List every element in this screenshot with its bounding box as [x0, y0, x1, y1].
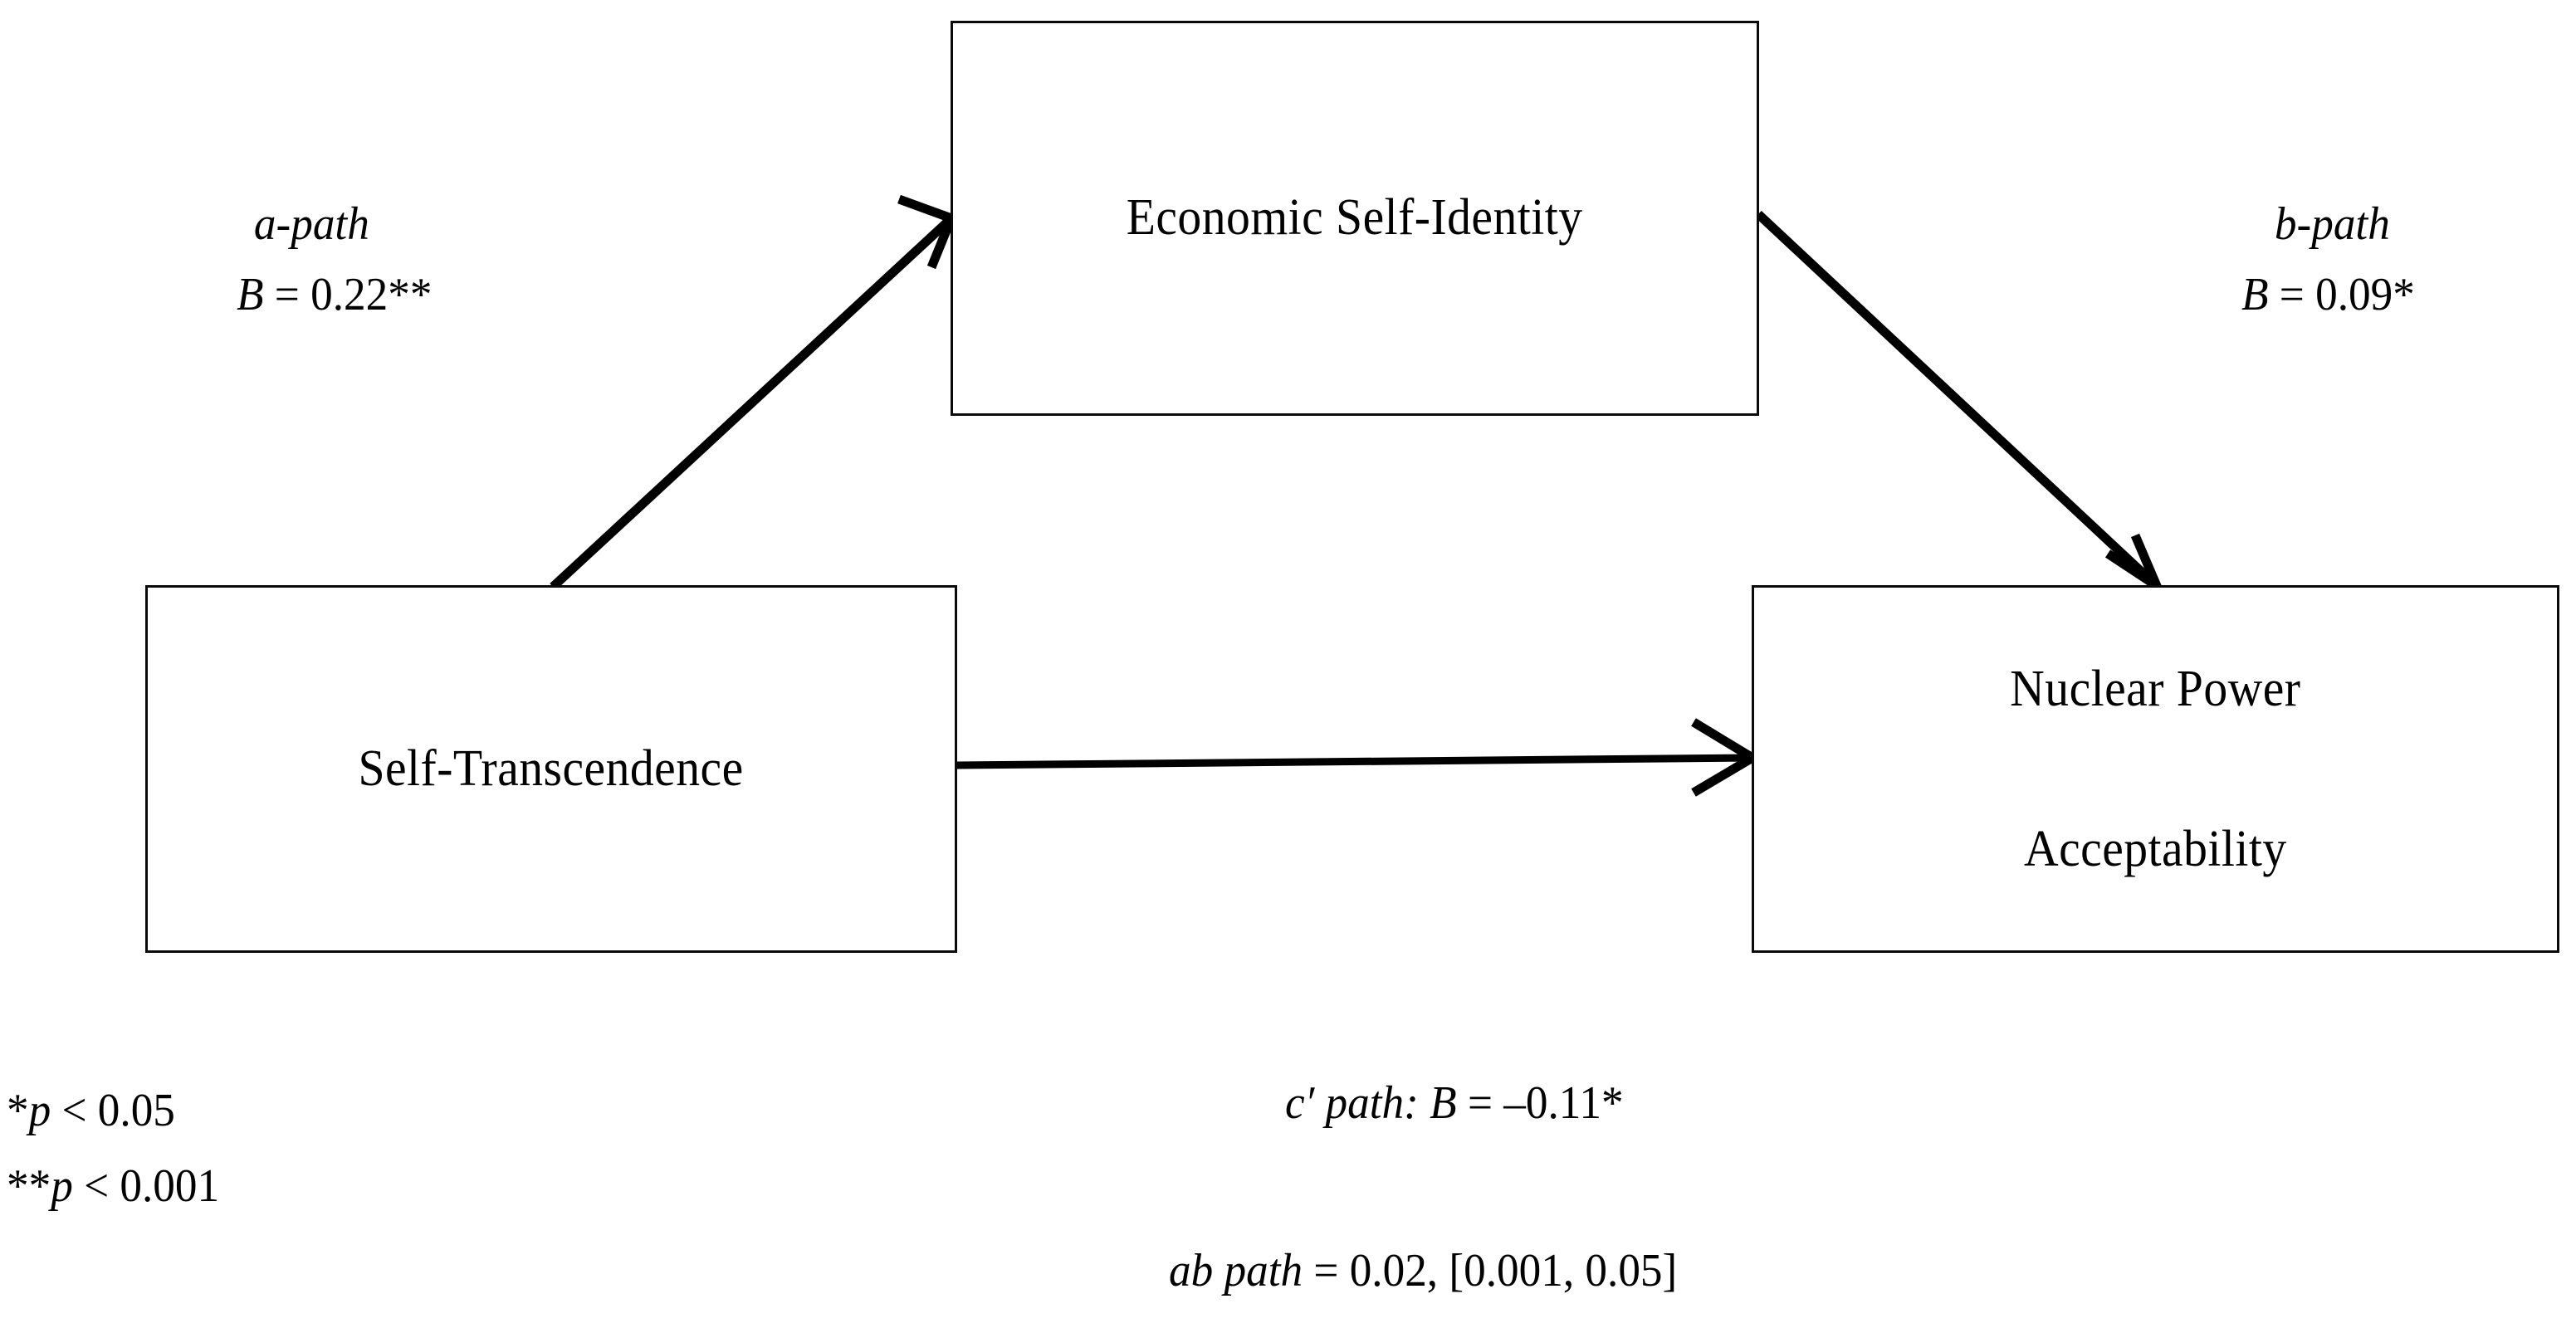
legend-threshold-2: < 0.001: [72, 1160, 220, 1212]
b-path-annotation: b-path B = 0.09*: [2241, 189, 2415, 330]
a-path-coefficient-symbol: B: [237, 269, 264, 321]
a-path-arrow: [550, 194, 958, 591]
ab-path-confidence-interval: [0.001, 0.05]: [1438, 1245, 1678, 1296]
ab-path-annotation: ab path = 0.02, [0.001, 0.05]: [1169, 1236, 1677, 1306]
c-prime-path-equals: =: [1456, 1077, 1504, 1129]
b-path-value: 0.09: [2315, 269, 2393, 321]
c-prime-path-annotation: c′ path: B = –0.11*: [1285, 1068, 1624, 1139]
a-path-annotation: a-path B = 0.22**: [237, 189, 432, 330]
b-path-coefficient-symbol: B: [2241, 269, 2269, 321]
ab-path-equals: =: [1303, 1245, 1350, 1296]
c-prime-path-coefficient-symbol: B: [1418, 1077, 1457, 1129]
b-path-arrow: [1755, 210, 2168, 598]
a-path-coefficient-row: B = 0.22**: [237, 260, 432, 330]
significance-legend-line-1: *p < 0.05: [7, 1073, 219, 1149]
ab-path-value: 0.02,: [1349, 1245, 1439, 1296]
legend-stars-double: **: [7, 1160, 51, 1212]
b-path-name: b-path: [2274, 198, 2390, 250]
a-path-significance-stars: **: [388, 269, 433, 321]
c-prime-path-value: –0.11: [1503, 1077, 1601, 1129]
node-box-self-transcendence[interactable]: Self-Transcendence: [145, 585, 957, 953]
legend-p-symbol-2: p: [51, 1160, 73, 1212]
legend-stars-single: *: [7, 1085, 29, 1136]
significance-legend: *p < 0.05 **p < 0.001: [7, 1073, 219, 1223]
c-prime-path-arrow: [956, 718, 1762, 797]
node-label-nuclear-power-acceptability: Nuclear Power Acceptability: [2010, 569, 2300, 968]
ab-path-name: ab path: [1169, 1245, 1303, 1296]
node-box-nuclear-power-acceptability[interactable]: Nuclear Power Acceptability: [1752, 585, 2559, 953]
a-path-value: 0.22: [310, 269, 389, 321]
significance-legend-line-2: **p < 0.001: [7, 1149, 219, 1224]
b-path-coefficient-row: B = 0.09*: [2241, 260, 2415, 330]
node-label-line-2: Acceptability: [2024, 820, 2287, 877]
a-path-equals: =: [263, 269, 311, 321]
node-box-economic-self-identity[interactable]: Economic Self-Identity: [951, 21, 1759, 416]
legend-threshold-1: < 0.05: [51, 1085, 175, 1136]
node-label-economic-self-identity: Economic Self-Identity: [1127, 189, 1583, 247]
node-label-line-1: Nuclear Power: [2010, 661, 2301, 718]
a-path-name-row: a-path: [237, 189, 432, 260]
node-label-self-transcendence: Self-Transcendence: [358, 740, 745, 797]
b-path-name-row: b-path: [2241, 189, 2415, 260]
b-path-equals: =: [2268, 269, 2316, 321]
b-path-significance-stars: *: [2393, 269, 2415, 321]
a-path-name: a-path: [253, 198, 369, 250]
legend-p-symbol-1: p: [28, 1085, 51, 1136]
c-prime-path-significance-stars: *: [1601, 1077, 1624, 1129]
c-prime-path-name: c′ path:: [1285, 1077, 1419, 1129]
